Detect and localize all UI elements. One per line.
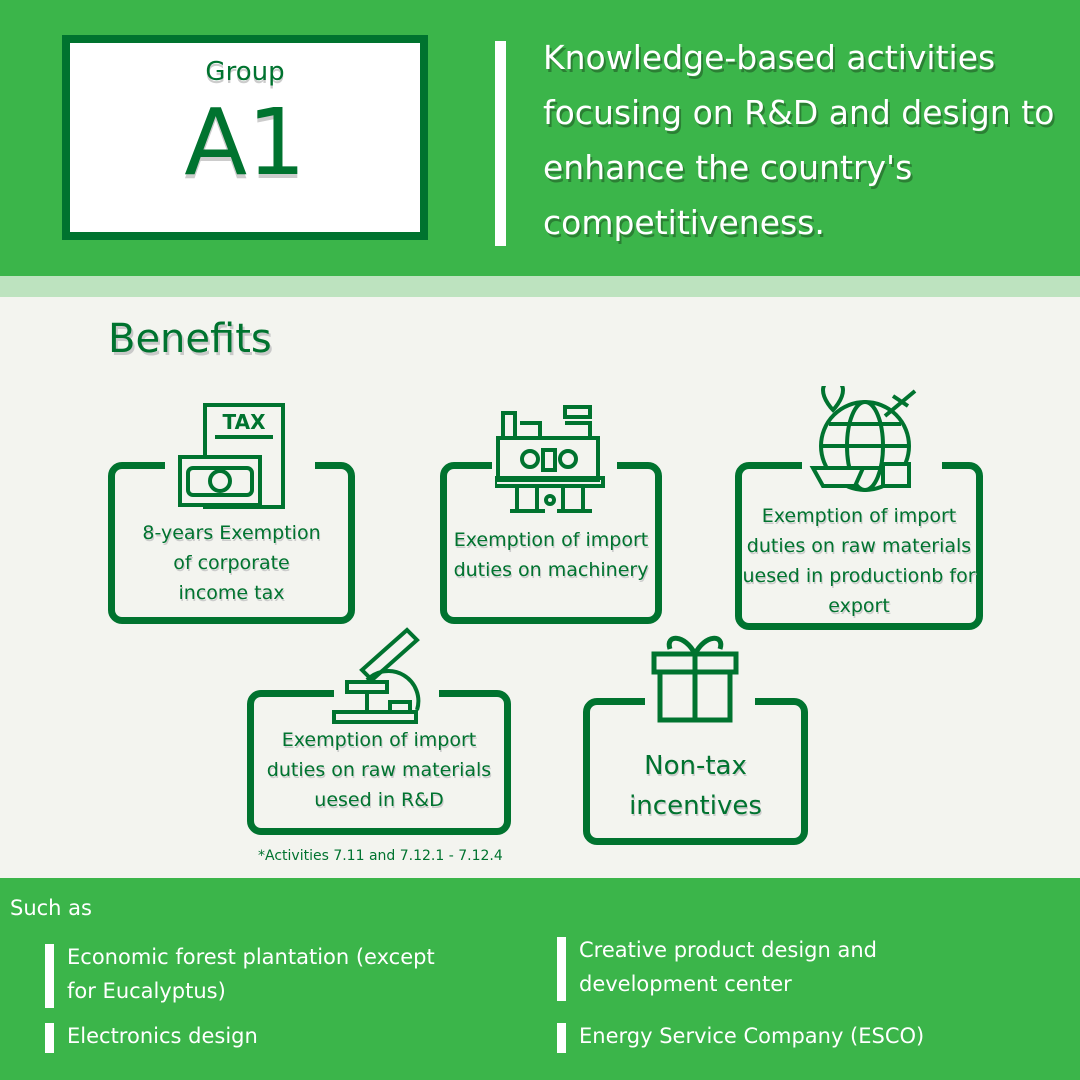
group-box: Group A1	[62, 35, 428, 240]
separator-band	[0, 276, 1080, 297]
example-item: Energy Service Company (ESCO)	[557, 1019, 1007, 1053]
svg-text:TAX: TAX	[223, 410, 267, 434]
benefits-title: Benefits	[108, 316, 272, 362]
benefit-label: 8-years Exemption of corporate income ta…	[142, 522, 321, 604]
benefit-card-cit: 8-years Exemption of corporate income ta…	[108, 461, 355, 624]
divider	[495, 41, 506, 246]
benefit-label: Exemption of import duties on raw materi…	[742, 505, 976, 617]
footnote: *Activities 7.11 and 7.12.1 - 7.12.4	[258, 848, 503, 864]
group-code: A1	[184, 89, 306, 196]
example-item: Electronics design	[45, 1019, 445, 1053]
benefit-card-machinery: Exemption of import duties on machinery	[440, 461, 662, 624]
example-item: Creative product design and development …	[557, 933, 957, 1001]
group-description: Knowledge-based activities focusing on R…	[543, 38, 1055, 242]
group-label: Group	[205, 57, 285, 87]
machinery-icon	[495, 405, 605, 513]
benefit-label: Exemption of import duties on machinery	[453, 529, 649, 581]
benefit-label: Exemption of import duties on raw materi…	[266, 728, 492, 811]
tax-money-icon: TAX	[178, 403, 285, 509]
examples-section: Such as Economic forest plantation (exce…	[0, 878, 1080, 1080]
benefit-label: Non-tax incentives	[629, 750, 762, 821]
microscope-icon	[332, 627, 421, 724]
gift-icon	[651, 635, 739, 723]
examples-title: Such as	[10, 896, 92, 920]
example-item: Economic forest plantation (except for E…	[45, 940, 445, 1008]
header-banner: Group A1 Knowledge-based activities focu…	[0, 0, 1080, 276]
globe-export-icon	[809, 386, 917, 492]
benefit-card-export: Exemption of import duties on raw materi…	[735, 461, 983, 630]
